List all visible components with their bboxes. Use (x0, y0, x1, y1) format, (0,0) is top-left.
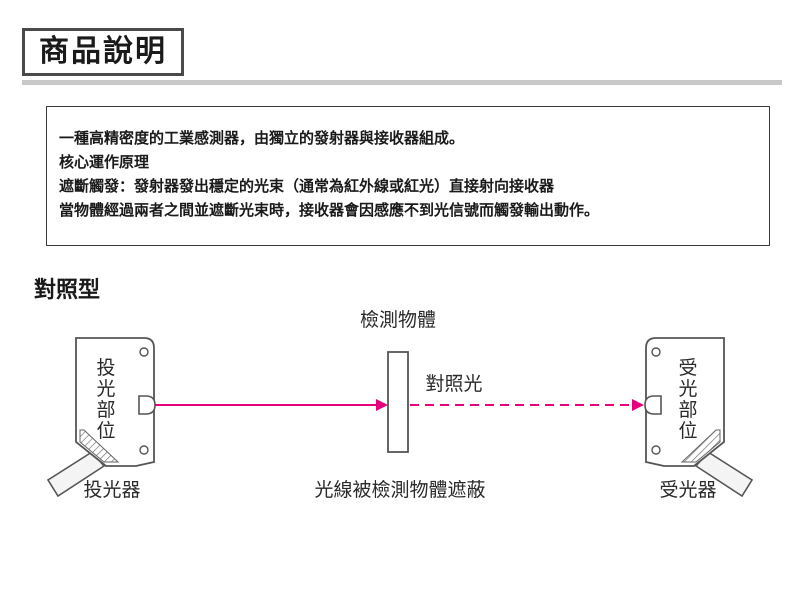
receiver-side-char-2: 光 (678, 378, 697, 400)
section-title: 對照型 (34, 278, 101, 303)
emitter-body (75, 337, 155, 467)
blocked-beam-arrowhead (632, 399, 644, 411)
emitter-side-char-3: 部 (96, 399, 115, 421)
emitter-side-char-2: 光 (96, 378, 115, 400)
description-line-2: 核心運作原理 (59, 153, 150, 171)
emitter-side-char-4: 位 (96, 420, 115, 442)
receiver-body (645, 337, 725, 467)
receiver-sensor: 受 光 部 位 (644, 337, 754, 498)
emitter-lens (138, 395, 156, 415)
receiver-hatch (680, 429, 721, 463)
receiver-caption: 受光器 (659, 479, 716, 501)
emitter-caption: 投光器 (83, 479, 140, 501)
emitter-screw-top (139, 347, 149, 357)
emitter-hatch (79, 429, 120, 463)
receiver-screw-top (651, 347, 661, 357)
emitter-side-char-1: 投 (96, 357, 115, 379)
object-label: 檢測物體 (360, 309, 436, 331)
beam-label: 對照光 (425, 373, 482, 395)
description-box: 一種高精密度的工業感測器，由獨立的發射器與接收器組成。 核心運作原理 遮斷觸發：… (46, 106, 770, 246)
detected-object (387, 351, 409, 453)
page-title: 商品說明 (22, 28, 184, 76)
receiver-side-char-1: 受 (678, 357, 697, 379)
emitted-beam-arrowhead (376, 399, 388, 411)
emitter-sensor: 投 光 部 位 (46, 337, 156, 498)
emitter-screw-bottom (139, 445, 149, 455)
description-line-3: 遮斷觸發：發射器發出穩定的光束（通常為紅外線或紅光）直接射向接收器 (59, 177, 555, 195)
blocked-caption: 光線被檢測物體遮蔽 (314, 479, 485, 501)
description-line-4: 當物體經過兩者之間並遮斷光束時，接收器會因感應不到光信號而觸發輸出動作。 (59, 201, 600, 219)
receiver-screw-bottom (651, 445, 661, 455)
title-divider (22, 80, 782, 85)
receiver-side-char-3: 部 (678, 399, 697, 421)
receiver-side-char-4: 位 (678, 420, 697, 442)
receiver-lens (644, 395, 662, 415)
description-line-1: 一種高精密度的工業感測器，由獨立的發射器與接收器組成。 (59, 129, 465, 147)
